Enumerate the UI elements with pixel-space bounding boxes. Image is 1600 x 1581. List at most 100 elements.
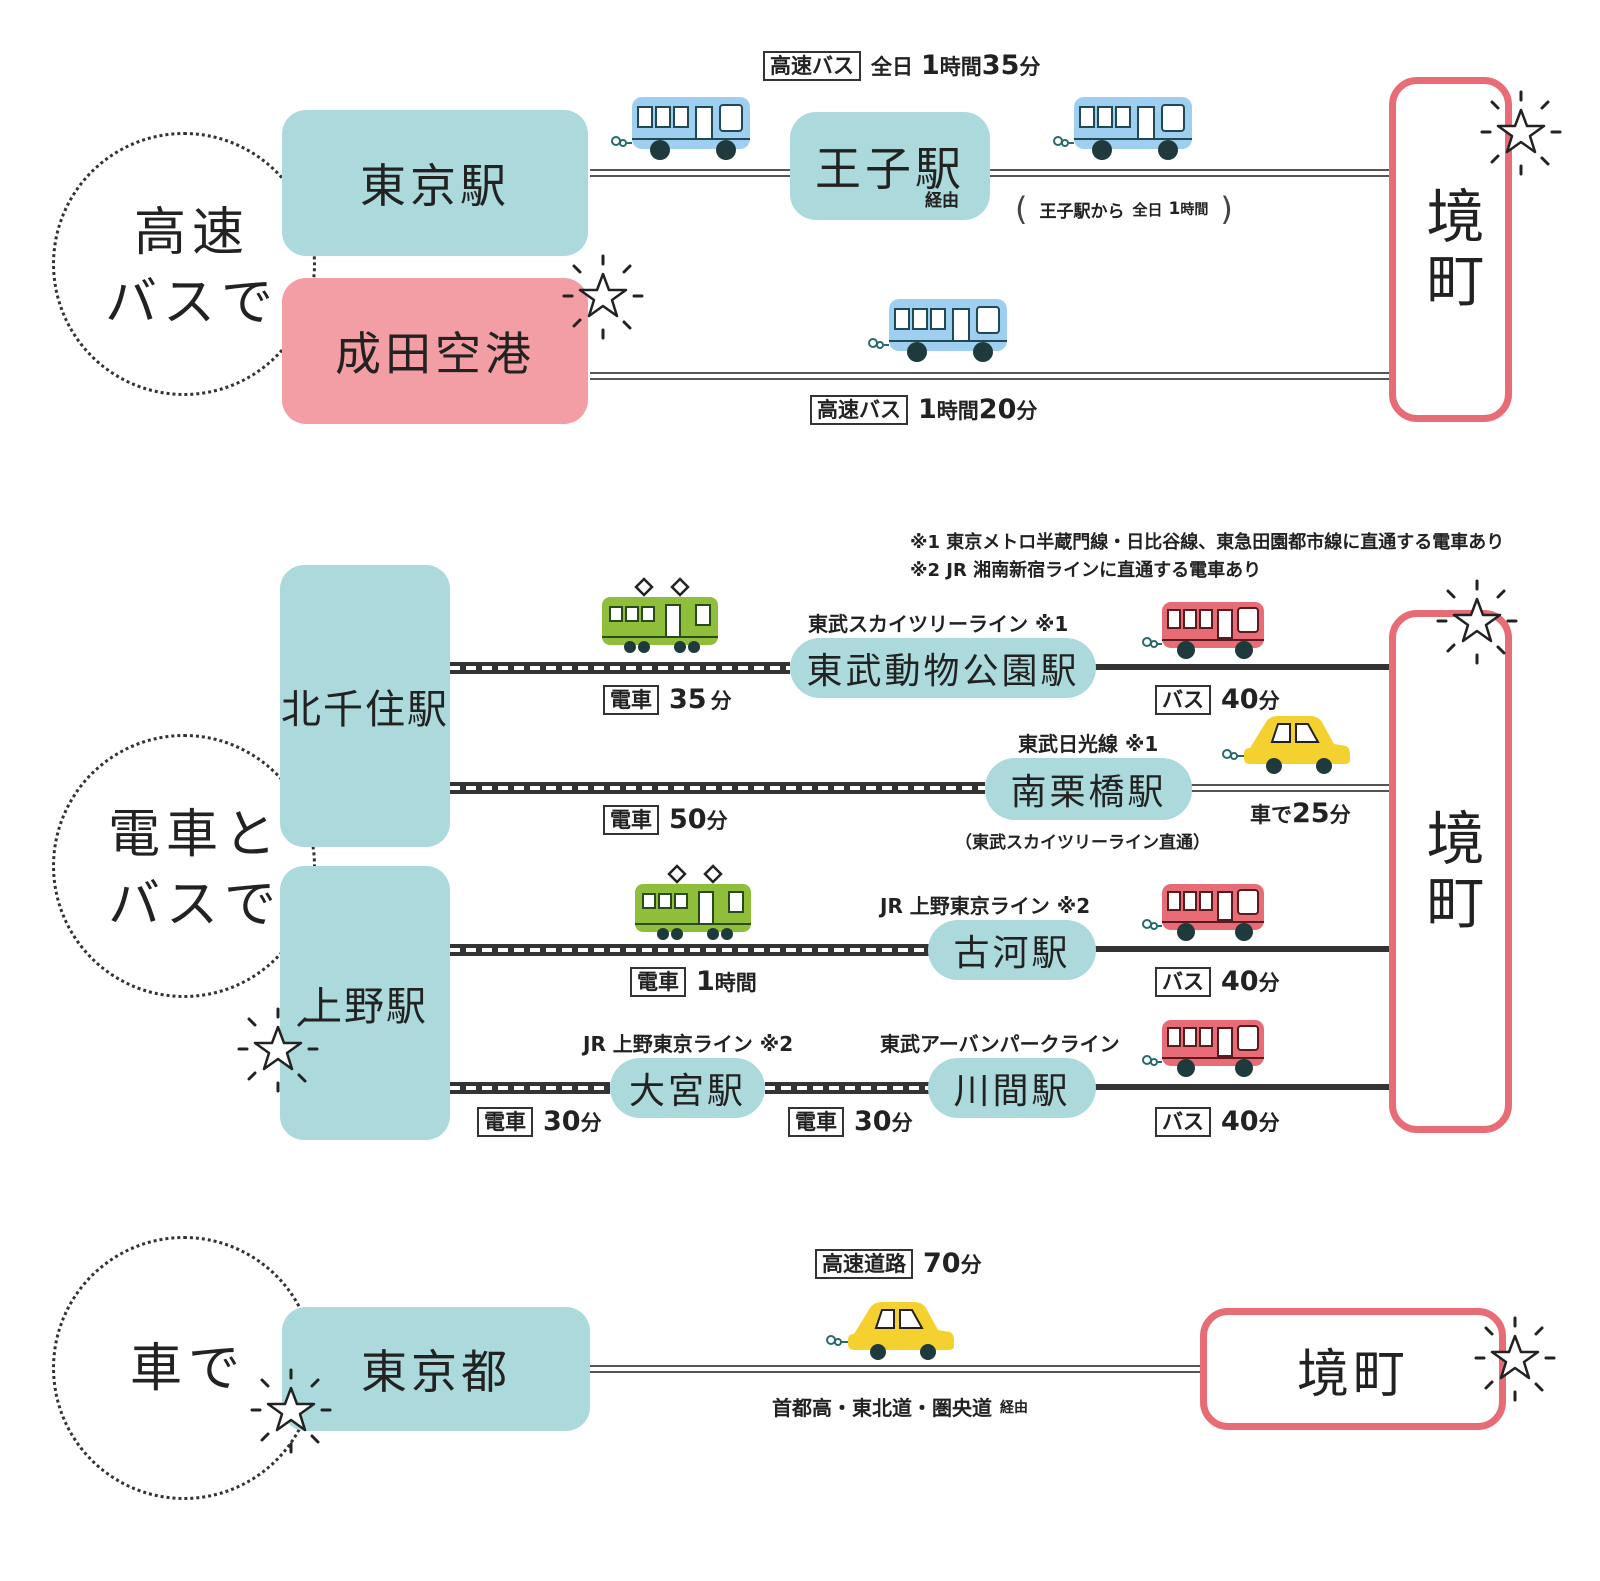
time-value: 1 [918,394,937,425]
car-icon [1222,716,1350,774]
time-unit: 分 [1258,1110,1280,1135]
bus-icon [1142,884,1264,941]
station-narita: 成田空港 [282,278,588,424]
line-label: JR 上野東京ライン ※2 [583,1032,794,1056]
station-narita-label: 成田空港 [335,327,535,381]
time-value: 30 [854,1106,892,1137]
line-label: JR 上野東京ライン ※2 [880,894,1091,918]
time-train: 電車 1 時間 [630,966,757,997]
time-bus: バス 40 分 [1155,966,1280,997]
star-icon [1480,90,1562,176]
train-icon [635,864,751,940]
star-icon [562,254,644,340]
station-note: （東武スカイツリーライン直通） [955,833,1210,853]
dest-label: 境町 [1416,807,1485,936]
section-title-car: 車で [130,1339,247,1399]
time-tokyo-bus: 高速バス 全日 1 時間 35 分 [763,50,1040,81]
tag-train: 電車 [477,1106,533,1137]
route-note-text: 首都高・東北道・圏央道 [772,1396,992,1420]
station-tokyo-to: 東京都 [282,1307,590,1431]
station-kitasenju-label: 北千住駅 [281,687,449,733]
time-bus: バス 40 分 [1155,684,1280,715]
time-narita-bus: 高速バス 1 時間 20 分 [810,394,1037,425]
station-label: 古河駅 [953,933,1071,974]
dest-label: 境町 [1416,185,1485,314]
dest-sakaimachi-car: 境町 [1200,1308,1506,1430]
footnote-1: ※1 東京メトロ半蔵門線・日比谷線、東急田園都市線に直通する電車あり [910,532,1505,553]
station-tokyo-label: 東京駅 [360,159,510,213]
tag-train: 電車 [630,966,686,997]
station-tobu-dobutsu-koen: 東武動物公園駅 [790,638,1096,698]
bus-icon [868,299,1007,362]
bus-icon [611,97,750,160]
tag-highway-bus: 高速バス [810,394,908,425]
time-train: 電車 35 分 [603,684,732,715]
star-icon [1474,1316,1556,1402]
time-value: 40 [1221,684,1259,715]
time-value: 35 [669,684,707,715]
time-unit: 分 [1258,688,1280,713]
station-label: 川間駅 [953,1071,1071,1112]
car-prefix: 車で [1250,802,1292,827]
time-unit: 分 [891,1110,913,1135]
time-value: 25 [1292,798,1330,829]
time-value: 30 [543,1106,581,1137]
station-tokyo: 東京駅 [282,110,588,256]
star-icon [237,1007,319,1093]
time-unit: 分 [580,1110,602,1135]
time-unit: 時間 [714,970,757,995]
time-value: 40 [1221,966,1259,997]
section-circle-bus [52,132,316,396]
station-label: 東武動物公園駅 [806,651,1080,692]
oji-note: ( 王子駅から 全日 1 時間 ) [1015,190,1233,228]
time-unit: 分 [710,688,732,713]
tag-highway-bus: 高速バス [763,50,861,81]
tag-bus: バス [1155,1106,1211,1137]
dest-sakaimachi-train: 境町 [1389,610,1512,1133]
station-oji: 王子駅 [790,112,990,220]
tag-train: 電車 [788,1106,844,1137]
dest-sakaimachi-bus: 境町 [1389,77,1512,422]
dest-label: 境町 [1296,1344,1409,1405]
time-bus: バス 40 分 [1155,1106,1280,1137]
star-icon [1436,579,1518,665]
oji-note-unit: 時間 [1180,202,1209,218]
time-value: 20 [978,394,1017,425]
star-icon [250,1368,332,1454]
section-title-bus: 高速 バスで [105,203,280,333]
tag-train: 電車 [603,684,659,715]
line-label: 東武アーバンパークライン [880,1032,1120,1056]
time-value: 35 [981,50,1020,81]
bus-icon [1053,97,1192,160]
time-train: 電車 50 分 [603,804,728,835]
time-value: 50 [669,804,707,835]
time-train: 電車 30 分 [788,1106,913,1137]
bus-icon [1142,602,1264,659]
station-label: 南栗橋駅 [1010,772,1167,813]
station-kitasenju: 北千住駅 [280,565,450,847]
time-value: 1 [921,50,940,81]
station-omiya: 大宮駅 [610,1058,765,1118]
time-unit: 分 [1258,970,1280,995]
station-tokyo-to-label: 東京都 [361,1345,511,1399]
bus-icon [1142,1020,1264,1077]
oji-note-num: 1 [1168,199,1181,219]
station-ueno: 上野駅 [280,866,450,1140]
time-car: 車で 25 分 [1250,798,1351,829]
station-koga: 古河駅 [928,920,1096,980]
line-label: 東武日光線 ※1 [1018,732,1159,756]
oji-note-text: 王子駅から [1039,201,1125,222]
time-unit: 分 [960,1252,982,1277]
station-label: 大宮駅 [628,1071,746,1112]
train-icon [602,577,718,653]
time-value: 70 [923,1248,961,1279]
time-unit: 分 [1329,802,1351,827]
time-train: 電車 30 分 [477,1106,602,1137]
via-note: 経由 [925,191,959,211]
station-minami-kurihashi: 南栗橋駅 [985,758,1192,820]
oji-note-all: 全日 [1132,200,1163,219]
line-label: 東武スカイツリーライン ※1 [808,612,1069,636]
station-oji-label: 王子駅 [815,142,965,196]
station-ueno-label: 上野駅 [302,984,428,1030]
time-unit: 時間 [936,398,979,423]
